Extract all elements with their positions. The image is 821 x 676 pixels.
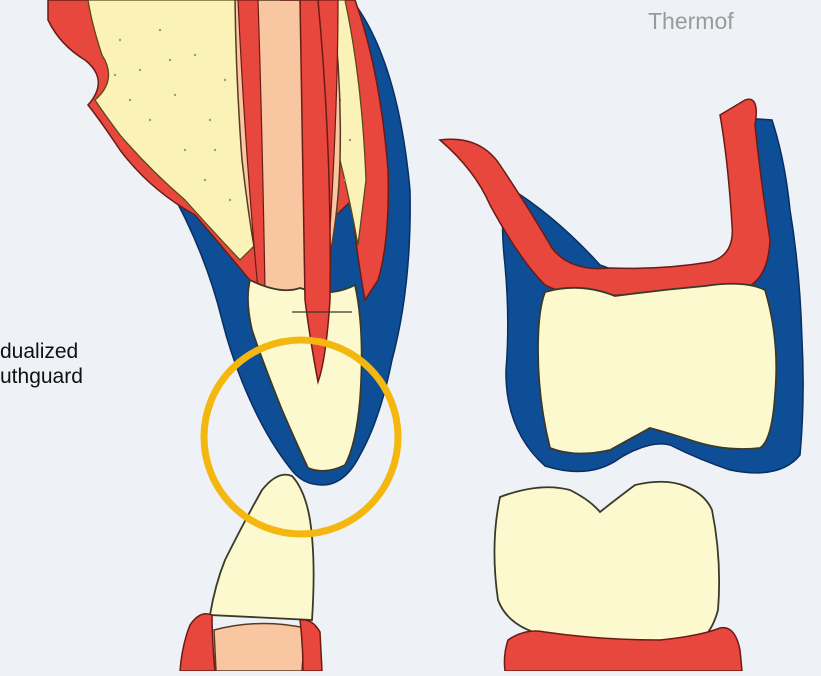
thermoformed-label: Thermof bbox=[648, 8, 734, 36]
lower-gum-left bbox=[180, 614, 215, 671]
incisor-section bbox=[48, 0, 410, 671]
lower-root bbox=[214, 623, 305, 671]
individualized-mouthguard-label: dualized uthguard bbox=[0, 339, 83, 389]
label-line-1: dualized bbox=[0, 339, 83, 364]
lower-gum-right bbox=[300, 620, 322, 671]
molar-section bbox=[440, 99, 803, 671]
label-line-2: uthguard bbox=[0, 364, 83, 389]
lower-molar-crown bbox=[494, 482, 719, 642]
upper-molar-crown bbox=[538, 284, 776, 454]
